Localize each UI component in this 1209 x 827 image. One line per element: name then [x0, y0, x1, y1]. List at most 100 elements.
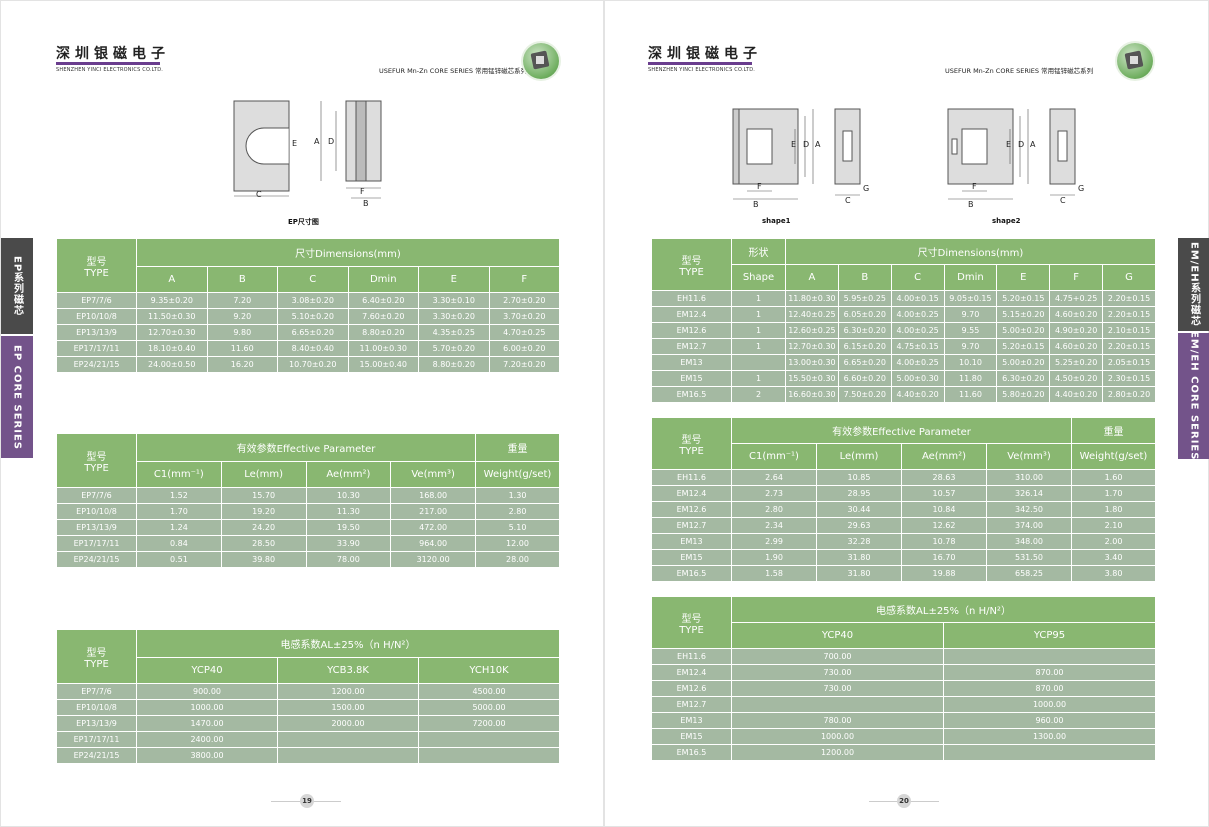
value-cell: 10.30: [305, 487, 392, 504]
value-cell: 11.30: [305, 503, 392, 520]
label-c: C: [256, 190, 262, 199]
value-cell: 28.63: [901, 469, 987, 486]
side-tab-cn: EP系列磁芯: [1, 238, 33, 334]
value-cell: 6.65±0.20: [277, 324, 349, 341]
label-d: D: [328, 137, 334, 146]
right-page: 深圳银磁电子 SHENZHEN YINCI ELECTRONICS CO.LTD…: [604, 0, 1209, 827]
value-cell: 7200.00: [418, 715, 560, 732]
value-cell: 780.00: [731, 712, 944, 729]
value-cell: 28.00: [475, 551, 560, 568]
value-cell: 5.15±0.20: [996, 306, 1051, 323]
value-cell: 6.00±0.20: [488, 340, 560, 357]
value-cell: 11.60: [206, 340, 278, 357]
model-cell: EH11.6: [651, 469, 732, 486]
value-cell: 2.34: [731, 517, 817, 534]
value-cell: 6.15±0.20: [837, 338, 892, 355]
value-cell: 5.20±0.15: [996, 290, 1051, 307]
value-cell: 15.50±0.30: [785, 370, 839, 387]
value-cell: 4.00±0.25: [890, 322, 945, 339]
value-cell: 2.10±0.15: [1102, 322, 1156, 339]
value-cell: 1.60: [1071, 469, 1156, 486]
value-cell: 4.75±0.15: [890, 338, 945, 355]
model-cell: EP10/10/8: [56, 699, 137, 716]
label-e: E: [1006, 140, 1011, 149]
shape-header-cn: 形状: [731, 238, 786, 265]
value-cell: 658.25: [986, 565, 1072, 582]
series-label: USEFUR Mn-Zn CORE SERIES 常用锰锌磁芯系列: [945, 67, 1094, 75]
value-cell: 12.62: [901, 517, 987, 534]
value-cell: 6.40±0.20: [347, 292, 419, 309]
inductance-title: 电感系数AL±25%（n H/N²）: [731, 596, 1156, 623]
value-cell: 900.00: [136, 683, 278, 700]
value-cell: 2.10: [1071, 517, 1156, 534]
effective-title: 有效参数Effective Parameter: [731, 417, 1072, 444]
model-cell: EM15: [651, 549, 732, 566]
value-cell: 6.30±0.20: [996, 370, 1051, 387]
value-cell: 217.00: [390, 503, 476, 520]
model-cell: EM15: [651, 728, 732, 745]
label-g: G: [863, 184, 869, 193]
value-cell: 6.05±0.20: [837, 306, 892, 323]
label-b: B: [968, 200, 974, 209]
dimensions-title: 尺寸Dimensions(mm): [136, 238, 560, 267]
value-cell: 2.70±0.20: [488, 292, 560, 309]
model-cell: EP7/7/6: [56, 487, 137, 504]
label-a: A: [314, 137, 320, 146]
label-b: B: [363, 199, 369, 208]
side-tab-cn: EM/EH系列磁芯: [1178, 238, 1209, 331]
label-f: F: [757, 182, 762, 191]
value-cell: 6.65±0.20: [837, 354, 892, 371]
label-c: C: [845, 196, 851, 205]
eff-column-headers: C1(mm⁻¹)Le(mm)Ae(mm²)Ve(mm³)Weight(g/set…: [57, 461, 560, 488]
diagram-caption: EP尺寸图: [288, 218, 319, 226]
value-cell: 10.78: [901, 533, 987, 550]
value-cell: 28.50: [220, 535, 307, 552]
value-cell: [943, 744, 1156, 761]
value-cell: 24.20: [220, 519, 307, 536]
value-cell: 3.30±0.10: [418, 292, 490, 309]
value-cell: 16.70: [901, 549, 987, 566]
value-cell: 1200.00: [731, 744, 944, 761]
model-cell: EP24/21/15: [56, 747, 137, 764]
model-cell: EM16.5: [651, 744, 732, 761]
model-cell: EP7/7/6: [56, 292, 137, 309]
value-cell: 960.00: [943, 712, 1156, 729]
label-d: D: [803, 140, 809, 149]
value-cell: 1: [731, 306, 786, 323]
model-cell: EM16.5: [651, 386, 732, 403]
value-cell: 11.80±0.30: [785, 290, 839, 307]
brand-underline: [648, 62, 752, 65]
value-cell: 1: [731, 338, 786, 355]
dimensions-title: 尺寸Dimensions(mm): [785, 238, 1156, 265]
value-cell: 12.70±0.30: [136, 324, 208, 341]
value-cell: 10.57: [901, 485, 987, 502]
value-cell: 3.08±0.20: [277, 292, 349, 309]
company-logo-icon: [1117, 43, 1153, 79]
shape1-caption: shape1: [762, 217, 791, 225]
value-cell: 10.10: [943, 354, 998, 371]
model-cell: EM12.7: [651, 696, 732, 713]
value-cell: [277, 731, 419, 748]
value-cell: 964.00: [390, 535, 476, 552]
value-cell: 4.00±0.25: [890, 354, 945, 371]
value-cell: 9.70: [943, 306, 998, 323]
value-cell: 5.95±0.25: [837, 290, 892, 307]
value-cell: 10.70±0.20: [277, 356, 349, 373]
label-e: E: [791, 140, 796, 149]
value-cell: 5.10±0.20: [277, 308, 349, 325]
model-cell: EP17/17/11: [56, 340, 137, 357]
value-cell: 6.30±0.20: [837, 322, 892, 339]
